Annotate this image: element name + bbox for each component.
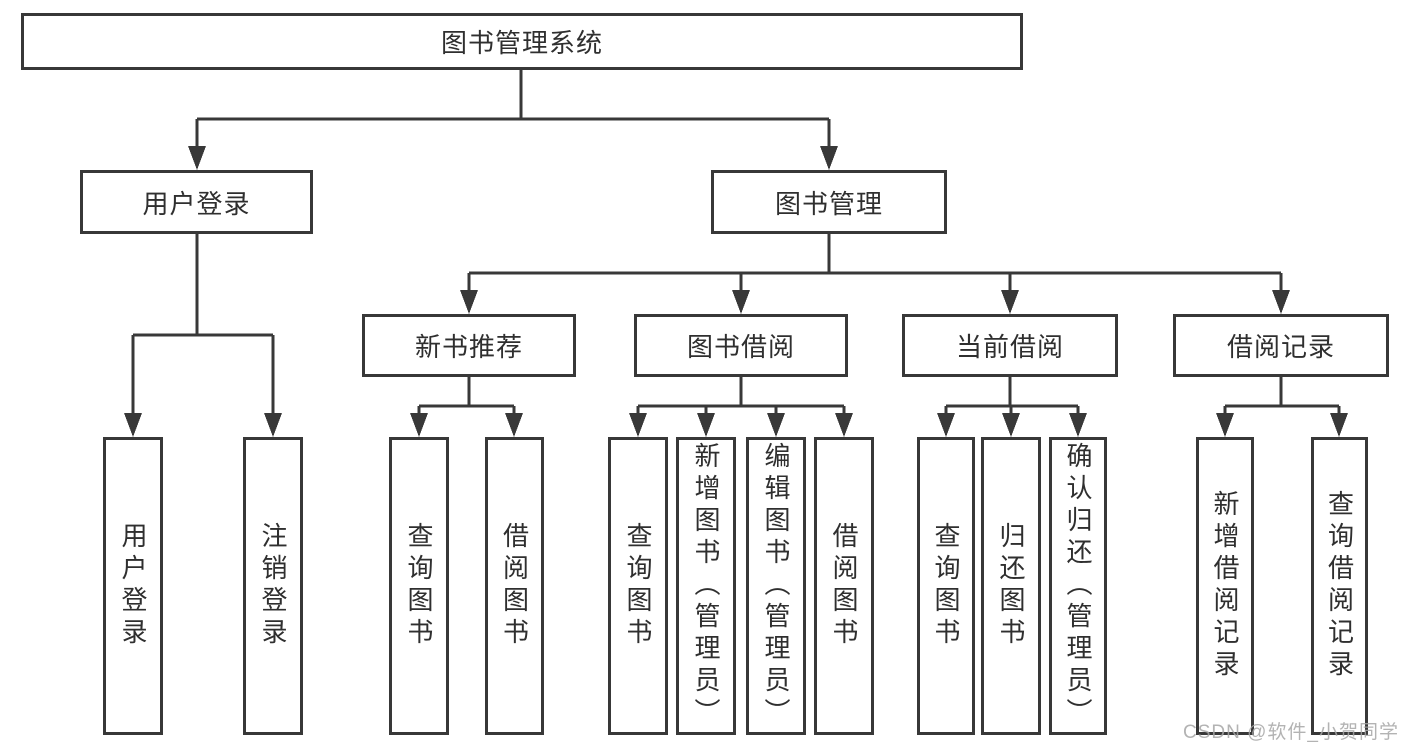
arrowhead (767, 413, 785, 437)
connector-root-children (188, 70, 838, 170)
node-cb-return: 归还图书 (981, 437, 1041, 735)
node-label: 借阅图书 (829, 522, 859, 650)
arrowhead (835, 413, 853, 437)
node-label: 用户登录 (118, 522, 148, 650)
node-label: 查询借阅记录 (1324, 490, 1355, 682)
watermark: CSDN @软件_小贺同学 (1183, 722, 1399, 743)
arrowhead (1330, 413, 1348, 437)
node-logout: 注销登录 (243, 437, 303, 735)
node-label: 归还图书 (996, 522, 1026, 650)
node-label: 图书管理系统 (440, 28, 603, 58)
node-label: 图书借阅 (686, 332, 795, 362)
arrowhead (1069, 413, 1087, 437)
node-book-mgmt: 图书管理 (711, 170, 947, 234)
node-borrow-rec: 借阅记录 (1173, 314, 1389, 377)
node-rec-query: 查询图书 (389, 437, 449, 735)
node-label: 新书推荐 (414, 332, 523, 362)
arrowhead (460, 290, 478, 314)
node-label: 借阅图书 (499, 522, 530, 650)
node-label: 注销登录 (258, 522, 288, 650)
node-rec-borrow: 借阅图书 (485, 437, 544, 735)
node-bb-borrow: 借阅图书 (814, 437, 874, 735)
node-label: 查询图书 (623, 522, 653, 650)
connector-book-mgmt-children (460, 234, 1290, 314)
node-label: 图书管理 (774, 188, 883, 219)
node-bb-edit: 编辑图书（管理员） (746, 437, 806, 735)
node-root: 图书管理系统 (21, 13, 1023, 70)
node-bb-add: 新增图书（管理员） (676, 437, 736, 735)
arrowhead (1272, 290, 1290, 314)
node-label: 查询图书 (404, 522, 434, 650)
node-new-rec: 新书推荐 (362, 314, 576, 377)
node-br-add: 新增借阅记录 (1196, 437, 1254, 735)
node-book-borrow: 图书借阅 (634, 314, 848, 377)
arrowhead (732, 290, 750, 314)
node-br-query: 查询借阅记录 (1311, 437, 1368, 735)
arrowhead (505, 413, 523, 437)
node-bb-query: 查询图书 (608, 437, 668, 735)
arrowhead (410, 413, 428, 437)
arrowhead (1001, 290, 1019, 314)
arrowhead (1002, 413, 1020, 437)
node-label: 查询图书 (931, 522, 961, 650)
arrowhead (629, 413, 647, 437)
connector-new-rec-children (410, 377, 523, 437)
arrowhead (697, 413, 715, 437)
node-cb-query: 查询图书 (917, 437, 975, 735)
node-login: 用户登录 (103, 437, 163, 735)
connector-book-borrow-children (629, 377, 853, 437)
node-label: 编辑图书（管理员） (761, 442, 791, 730)
node-cur-borrow: 当前借阅 (902, 314, 1118, 377)
arrowhead (1216, 413, 1234, 437)
connector-cur-borrow-children (937, 377, 1087, 437)
node-cb-confirm: 确认归还（管理员） (1049, 437, 1107, 735)
node-label: 用户登录 (142, 188, 251, 219)
arrowhead (820, 146, 838, 170)
node-label: 当前借阅 (955, 332, 1064, 362)
connector-borrow-rec-children (1216, 377, 1348, 437)
arrowhead (188, 146, 206, 170)
node-label: 新增借阅记录 (1210, 490, 1240, 682)
arrowhead (264, 413, 282, 437)
node-label: 确认归还（管理员） (1063, 442, 1093, 730)
node-label: 新增图书（管理员） (691, 442, 721, 730)
arrowhead (937, 413, 955, 437)
node-user-login: 用户登录 (80, 170, 313, 234)
connector-user-login-children (124, 234, 282, 437)
arrowhead (124, 413, 142, 437)
node-label: 借阅记录 (1226, 332, 1335, 362)
